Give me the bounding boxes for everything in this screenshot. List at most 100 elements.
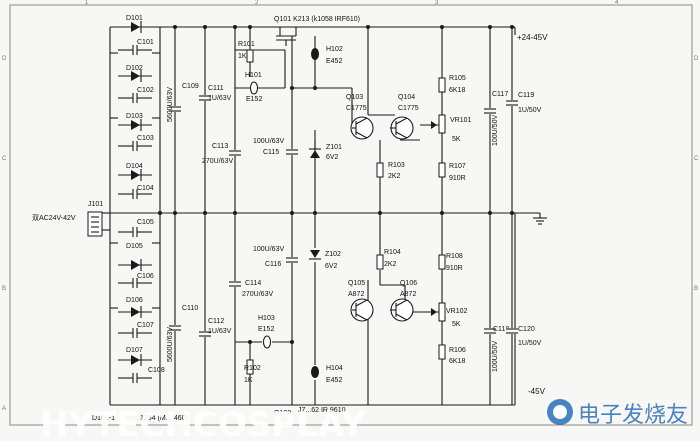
value-c113: 270U/63V [202,158,233,165]
label-c107: C107 [137,322,154,329]
label-c106: C106 [137,273,154,280]
label-r105: R105 [449,75,466,82]
label-d101: D101 [126,15,143,22]
cap-c113 [228,150,242,156]
resistor-r105 [438,77,446,93]
grid-row-d-right: D [694,56,699,62]
cap-c118 [483,328,497,334]
value-c120: 1U/50V [518,340,542,347]
label-h103: H103 [258,315,275,322]
diode-d104 [118,169,152,181]
cap-c117 [483,108,497,114]
diode-d105 [118,259,152,271]
resistor-r102 [246,359,254,375]
cap-c104 [118,189,152,199]
label-c104: C104 [137,185,154,192]
label-q103: Q103 [346,94,363,101]
grid-row-c-right: C [694,156,699,162]
watermark-text: HYTECHCOSPLAY [40,405,366,441]
label-d101-1: D101-1 [92,415,115,422]
grid-column-labels: 1 2 3 4 [85,0,619,6]
label-z102: Z102 [325,251,341,258]
transistor-q106 [390,298,414,322]
label-c108: C108 [148,367,165,374]
transistor-q103 [350,116,374,140]
cap-c112 [198,331,212,337]
mosfet-q101 [276,27,297,46]
value-c119: 1U/50V [518,107,542,114]
cap-c120 [505,328,519,334]
value-h104: E452 [326,377,342,384]
resistor-r103 [376,162,384,178]
label-c105: C105 [137,219,154,226]
grid-row-a: A [2,406,6,412]
connector-ref: J101 [88,201,103,208]
label-c112: C112 [208,318,224,325]
grid-col-2: 2 [255,0,259,6]
cap-c116 [285,257,299,263]
rails [110,26,540,406]
value-c115: 100U/63V [253,138,284,145]
label-r108: R108 [446,253,463,260]
value-c116: 100U/63V [253,246,284,253]
diode-d107 [118,354,152,366]
grid-row-d: D [2,56,7,62]
cap-c106 [118,278,152,288]
label-vr102: VR102 [446,308,468,315]
connector-j101 [87,211,110,237]
label-d104: D104 [126,163,143,170]
label-c119: C119 [518,92,534,99]
label-vr101: VR101 [450,117,472,124]
label-c101: C101 [137,39,154,46]
cap-c108 [118,373,152,383]
value-q102: J7...62 IR 9610 [298,407,346,414]
label-r106: R106 [449,347,466,354]
transistor-q104 [390,116,414,140]
cap-c119 [505,27,519,213]
label-c102: C102 [137,87,154,94]
indicator-h102 [311,48,319,60]
value-r101: 1K [238,53,247,60]
cap-c107 [118,328,152,338]
label-c111: C111 [208,85,224,92]
value-vr102: 5K [452,321,461,328]
resistor-r107 [438,162,446,178]
value-z102: 6V2 [325,263,338,270]
value-c109: 5600U/63V [167,87,174,122]
potentiometer-vr102 [431,302,446,322]
ground-icon [533,213,547,225]
bridge-wiring [109,27,161,405]
value-vr101: 5K [452,136,461,143]
site-logo: 电子发烧友 [547,399,688,428]
value-q105: A872 [348,291,364,298]
value-r103: 2K2 [388,173,401,180]
resistor-r106 [438,344,446,360]
site-logo-text: 电子发烧友 [578,403,688,428]
label-r102: R102 [244,365,261,372]
diode-d102 [118,70,152,82]
cap-c109 [168,106,182,112]
cap-c101 [118,45,152,55]
rail-positive-label: +24-45V [517,33,548,42]
resistor-r108 [438,254,446,270]
value-q103: C1775 [346,105,367,112]
label-c117: C117 [492,91,508,98]
grid-row-b: B [2,286,6,292]
grid-col-4: 4 [615,0,619,6]
value-q104: C1775 [398,105,419,112]
diode-d106 [118,306,152,318]
grid-col-1: 1 [85,0,89,6]
grid-col-3: 3 [435,0,439,6]
top-regulator-wiring [235,27,491,213]
cap-c102 [118,93,152,103]
value-r107: 910R [449,175,466,182]
value-c112: 1U/63V [208,328,232,335]
connector-label: 双AC24V-42V [32,214,76,222]
label-h101: H101 [245,72,262,79]
potentiometer-vr101 [431,114,446,134]
label-d105: D105 [126,243,143,250]
label-q106: Q106 [400,280,417,287]
transistor-q105 [350,298,374,322]
label-c115: C115 [263,149,279,156]
